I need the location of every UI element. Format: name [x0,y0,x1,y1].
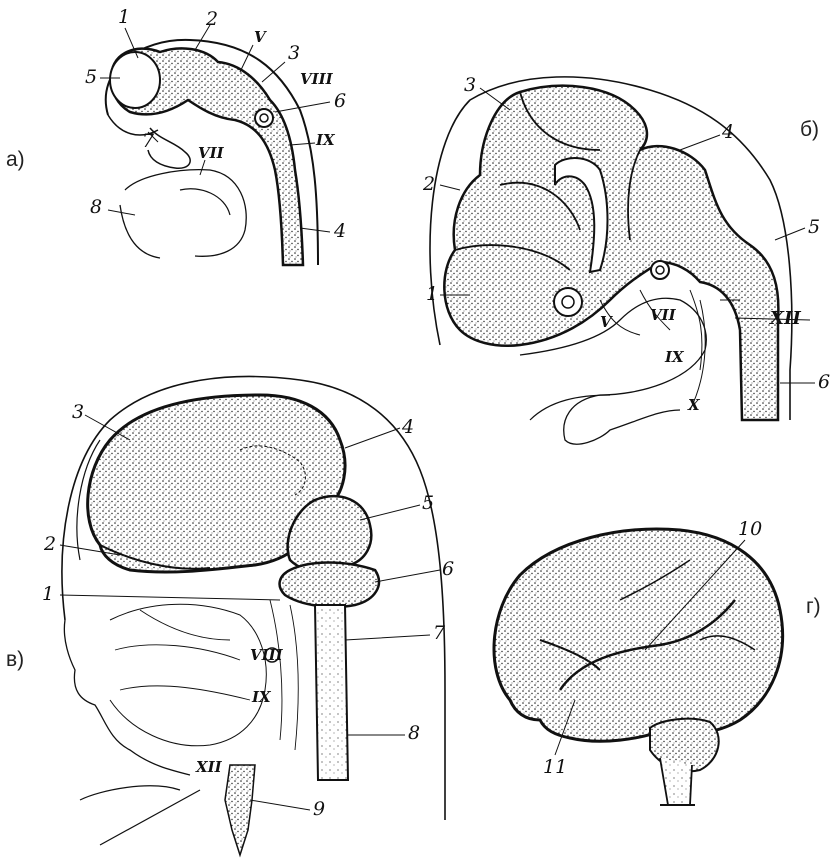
label-v-3: 3 [72,403,84,422]
nerve-b-X: X [688,398,700,413]
cerebral-hemisphere-g [494,529,783,741]
panel-b-embryo-brain [430,77,815,444]
nerve-b-IX: IX [665,350,684,365]
label-v-9: 9 [313,800,325,819]
label-v-1: 1 [42,585,54,604]
label-g-10: 10 [738,520,762,539]
nerve-v-VIII: VIII [250,648,283,663]
label-v-4: 4 [402,418,414,437]
nerve-b-V: V [600,315,612,330]
panel-v-fetal-brain [60,377,445,855]
label-b-4: 4 [722,123,734,142]
label-a-7: 7 [142,132,154,151]
panel-v-letter: в) [6,648,24,672]
label-b-5: 5 [808,218,820,237]
nerve-v-IX: IX [252,690,271,705]
nerve-b-XII: XII [770,310,801,328]
label-v-6: 6 [442,560,454,579]
label-a-5: 5 [85,68,97,87]
label-v-7: 7 [433,624,445,643]
label-v-8: 8 [408,724,420,743]
label-b-3: 3 [464,76,476,95]
panel-a-letter: а) [6,148,25,172]
label-b-6: 6 [818,373,830,392]
label-a-1: 1 [118,8,130,27]
label-b-1: 1 [426,285,438,304]
nerve-a-VIII: VIII [300,72,333,87]
label-g-11: 11 [543,758,567,777]
nerve-b-VII: VII [650,308,676,323]
nerve-v-XII: XII [196,760,222,775]
label-a-8: 8 [90,198,102,217]
label-v-2: 2 [44,535,56,554]
nerve-a-IX: IX [316,133,335,148]
label-a-6: 6 [334,92,346,111]
label-b-2: 2 [423,175,435,194]
label-a-4: 4 [334,222,346,241]
optic-vesicle-a [110,52,160,108]
nerve-a-V: V [254,30,266,45]
panel-g-letter: г) [806,595,821,619]
nerve-a-VII: VII [198,146,224,161]
label-v-5: 5 [422,494,434,513]
panel-g-newborn-brain [494,529,783,805]
panel-b-letter: б) [800,118,819,142]
label-a-3: 3 [288,44,300,63]
label-a-2: 2 [206,10,218,29]
